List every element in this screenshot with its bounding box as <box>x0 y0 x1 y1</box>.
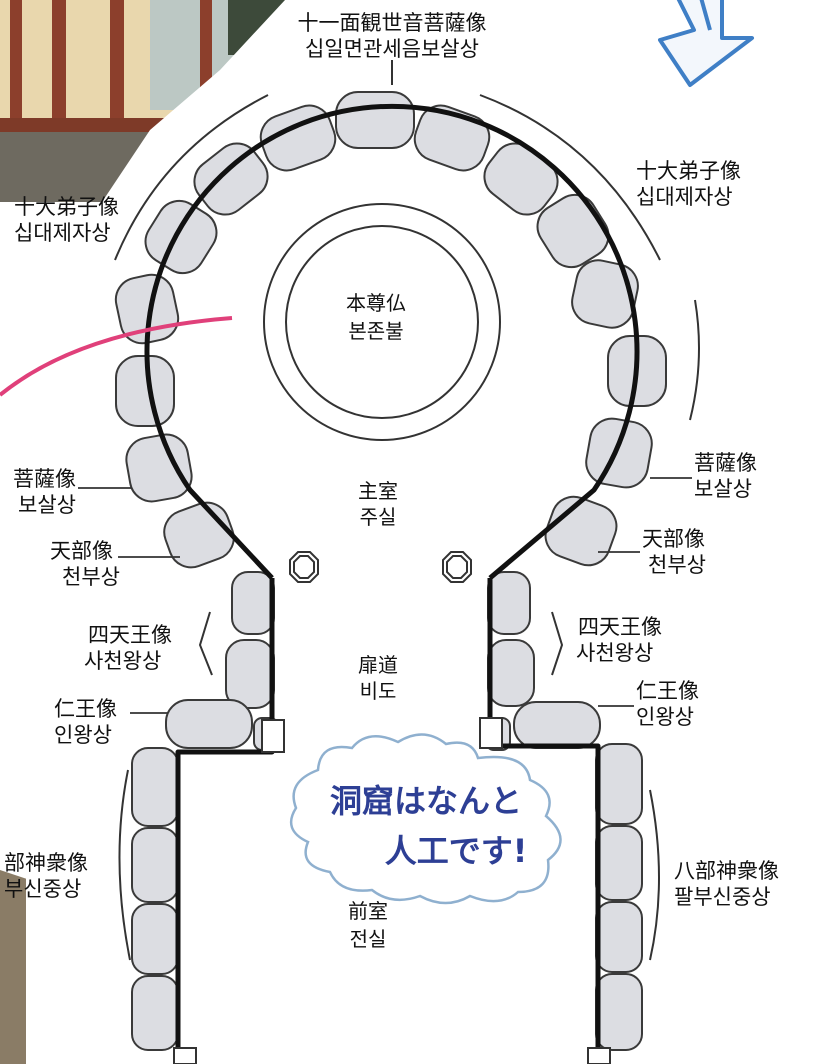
left-corridor-wall <box>175 578 275 1050</box>
label-devas-left-kr: 천부상 <box>62 565 120 589</box>
cave-walls <box>144 103 640 1050</box>
label-main-room-kr: 주실 <box>360 505 397 529</box>
cloud-text-line1: 洞窟はなんと <box>330 782 522 820</box>
label-eight-left-jp: 部神衆像 <box>4 851 88 875</box>
label-devas-right-jp: 天部像 <box>642 527 705 551</box>
label-main-room-jp: 主室 <box>358 479 398 503</box>
cloud-bubble: 洞窟はなんと 人工です! <box>289 733 562 905</box>
cloud-text-line2: 人工です! <box>385 832 528 870</box>
label-disciples-right-kr: 십대제자상 <box>636 185 733 209</box>
label-guardian-left-kr: 인왕상 <box>54 723 112 747</box>
buddha-outer-circle <box>263 203 501 441</box>
label-corridor-kr: 비도 <box>360 679 397 703</box>
label-kings-right-jp: 四天王像 <box>578 615 662 639</box>
leader-lines <box>78 477 692 714</box>
label-buddha-kr: 본존불 <box>348 319 403 343</box>
label-kings-left-jp: 四天王像 <box>88 623 172 647</box>
main-room-wall <box>144 103 640 580</box>
label-disciples-left-jp: 十大弟子像 <box>14 195 119 219</box>
label-eight-left-kr: 부신중상 <box>4 877 81 901</box>
label-eight-right-jp: 八部神衆像 <box>674 859 779 883</box>
label-devas-right-kr: 천부상 <box>648 553 706 577</box>
label-top-kr: 십일면관세음보살상 <box>305 37 479 61</box>
label-kings-right-kr: 사천왕상 <box>576 641 653 665</box>
label-guardian-right-jp: 仁王像 <box>636 679 699 703</box>
label-corridor-jp: 扉道 <box>358 653 398 677</box>
pink-guide-line <box>0 316 233 397</box>
label-bodhisattva-left-kr: 보살상 <box>18 493 76 517</box>
buddha-inner-circle <box>285 225 479 419</box>
label-bodhisattva-right-kr: 보살상 <box>694 477 752 501</box>
right-corridor-wall <box>487 578 601 1050</box>
octagon-pillar-icon <box>289 551 472 583</box>
label-guardian-left-jp: 仁王像 <box>54 697 117 721</box>
label-guardian-right-kr: 인왕상 <box>636 705 694 729</box>
label-top-jp: 十一面観世音菩薩像 <box>298 11 487 35</box>
door-posts <box>173 717 611 1064</box>
label-antechamber-kr: 전실 <box>350 927 387 951</box>
label-buddha-jp: 本尊仏 <box>346 291 406 315</box>
label-devas-left-jp: 天部像 <box>50 539 113 563</box>
label-disciples-left-kr: 십대제자상 <box>14 221 111 245</box>
down-arrow-icon <box>658 0 754 87</box>
label-antechamber-jp: 前室 <box>348 899 388 923</box>
label-eight-right-kr: 팔부신중상 <box>674 885 771 909</box>
label-kings-left-kr: 사천왕상 <box>84 649 161 673</box>
label-bodhisattva-right-jp: 菩薩像 <box>694 451 757 475</box>
outer-brackets <box>114 60 700 961</box>
label-bodhisattva-left-jp: 菩薩像 <box>13 467 76 491</box>
label-disciples-right-jp: 十大弟子像 <box>636 159 741 183</box>
